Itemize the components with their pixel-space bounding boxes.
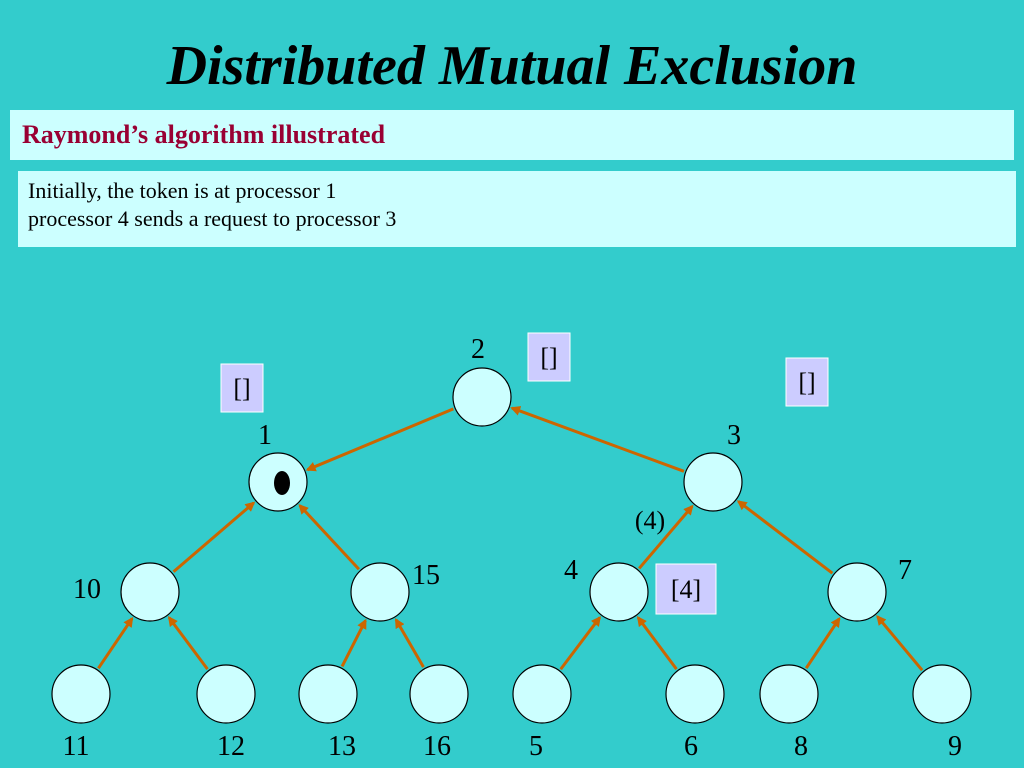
node-15 [350, 562, 410, 622]
edge-8-to-7 [804, 616, 841, 670]
edge-15-to-1 [298, 503, 361, 571]
queue-text-4: [4] [671, 575, 701, 604]
edge-3-to-2 [510, 406, 685, 473]
description-line-1: Initially, the token is at processor 1 [28, 178, 337, 203]
node-7 [827, 562, 887, 622]
edge-11-to-10 [97, 616, 134, 670]
node-label-15: 15 [412, 560, 440, 591]
node-label-9: 9 [948, 731, 962, 762]
node-4 [589, 562, 649, 622]
request-message-4-to-3: (4) [635, 506, 665, 535]
node-9 [912, 664, 972, 724]
subtitle-panel: Raymond’s algorithm illustrated [10, 110, 1014, 160]
node-label-11: 11 [63, 731, 90, 762]
node-label-2: 2 [471, 334, 485, 365]
queue-box-3 [785, 357, 829, 407]
node-label-4: 4 [564, 555, 578, 586]
node-label-13: 13 [328, 731, 356, 762]
node-16 [409, 664, 469, 724]
node-3 [683, 452, 743, 512]
node-2 [452, 367, 512, 427]
node-12 [196, 664, 256, 724]
description-line-2: processor 4 sends a request to processor… [28, 206, 397, 231]
description-panel: Initially, the token is at processor 1 p… [18, 171, 1016, 247]
queue-text-2: [] [540, 343, 557, 372]
node-label-10: 10 [73, 574, 101, 605]
slide-title: Distributed Mutual Exclusion [166, 35, 858, 97]
queue-text-3: [] [798, 368, 815, 397]
edge-12-to-10 [167, 616, 209, 671]
edge-2-to-1 [305, 407, 454, 472]
token-icon [274, 471, 290, 495]
edge-9-to-7 [876, 615, 924, 672]
node-label-8: 8 [794, 731, 808, 762]
node-label-1: 1 [258, 420, 272, 451]
edge-10-to-1 [172, 501, 256, 573]
node-8 [759, 664, 819, 724]
node-13 [298, 664, 358, 724]
slide-subtitle: Raymond’s algorithm illustrated [22, 120, 386, 149]
edge-5-to-4 [559, 615, 601, 671]
node-5 [512, 664, 572, 724]
edge-4-to-3 [637, 504, 694, 570]
edge-16-to-15 [394, 617, 425, 668]
node-10 [120, 562, 180, 622]
node-label-6: 6 [684, 731, 698, 762]
edge-13-to-15 [340, 618, 367, 668]
node-6 [665, 664, 725, 724]
edge-6-to-4 [636, 616, 678, 671]
node-label-12: 12 [217, 731, 245, 762]
node-11 [51, 664, 111, 724]
queue-box-2 [527, 332, 571, 382]
queue-text-1: [] [233, 374, 250, 403]
edge-7-to-3 [736, 500, 834, 575]
node-label-3: 3 [727, 420, 741, 451]
queue-box-1 [220, 363, 264, 413]
node-label-5: 5 [529, 731, 543, 762]
queue-box-4 [655, 563, 717, 615]
node-label-16: 16 [423, 731, 451, 762]
node-label-7: 7 [898, 555, 912, 586]
